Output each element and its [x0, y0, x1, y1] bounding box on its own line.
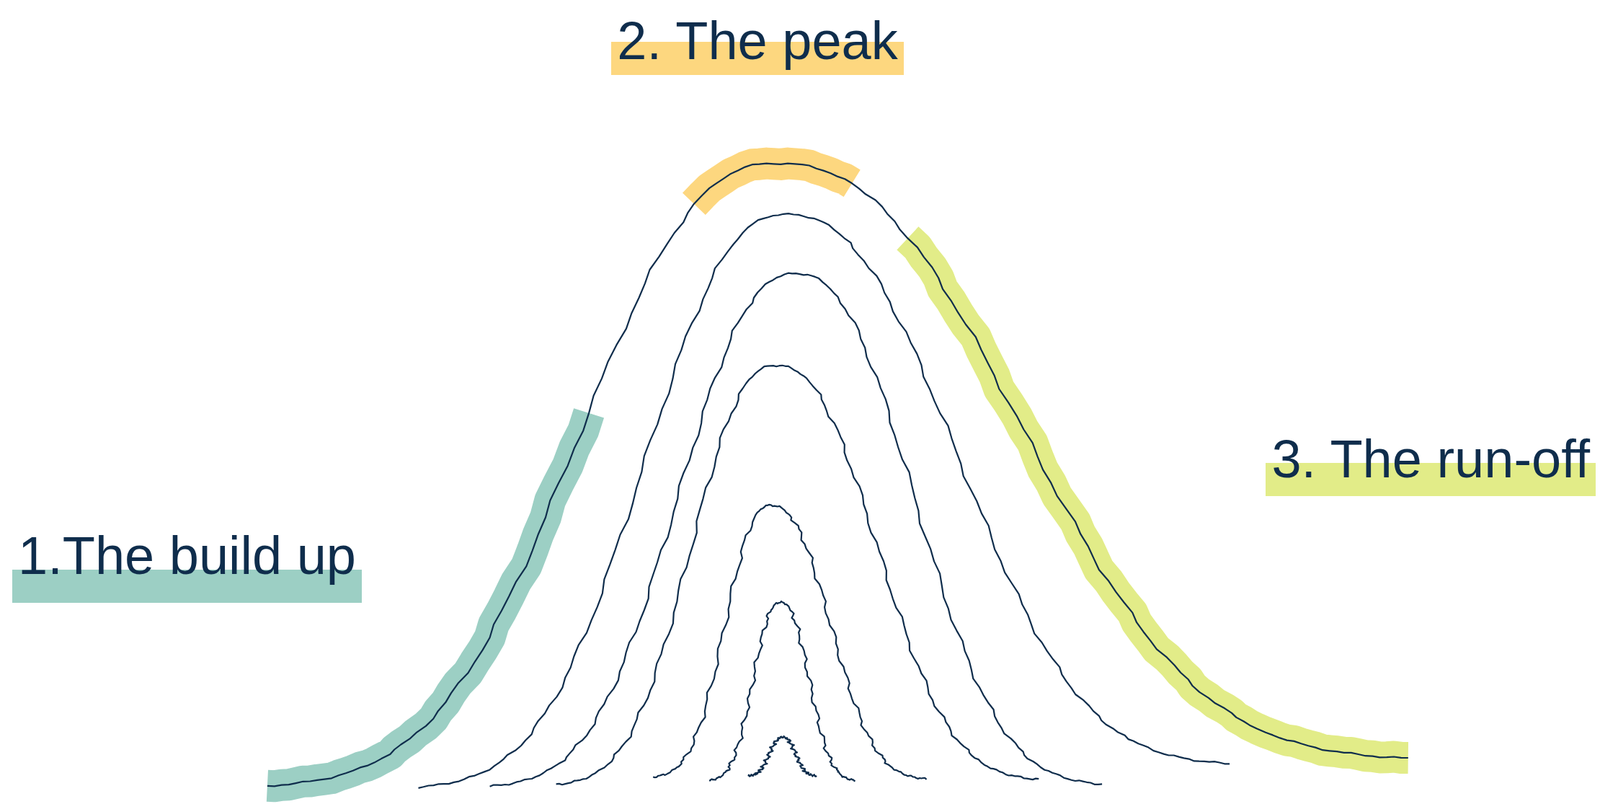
stage-label: 3. The run-off — [1271, 432, 1590, 491]
stage-title: 3. The run-off — [1271, 432, 1590, 486]
arch-line — [652, 504, 927, 780]
arch-line — [267, 163, 1409, 787]
peak-highlight — [694, 163, 852, 204]
arch-line — [748, 735, 817, 777]
arch-line — [709, 601, 856, 782]
stage-title: 1.The build up — [18, 529, 357, 583]
arch-line — [418, 213, 1231, 788]
stage-title: 2. The peak — [616, 14, 898, 68]
stage-label: 1.The build up — [18, 529, 357, 587]
arch-line — [490, 273, 1103, 787]
run-off-highlight — [907, 237, 1408, 758]
arch-line — [556, 365, 1040, 785]
stage-label: 2. The peak — [616, 14, 898, 73]
